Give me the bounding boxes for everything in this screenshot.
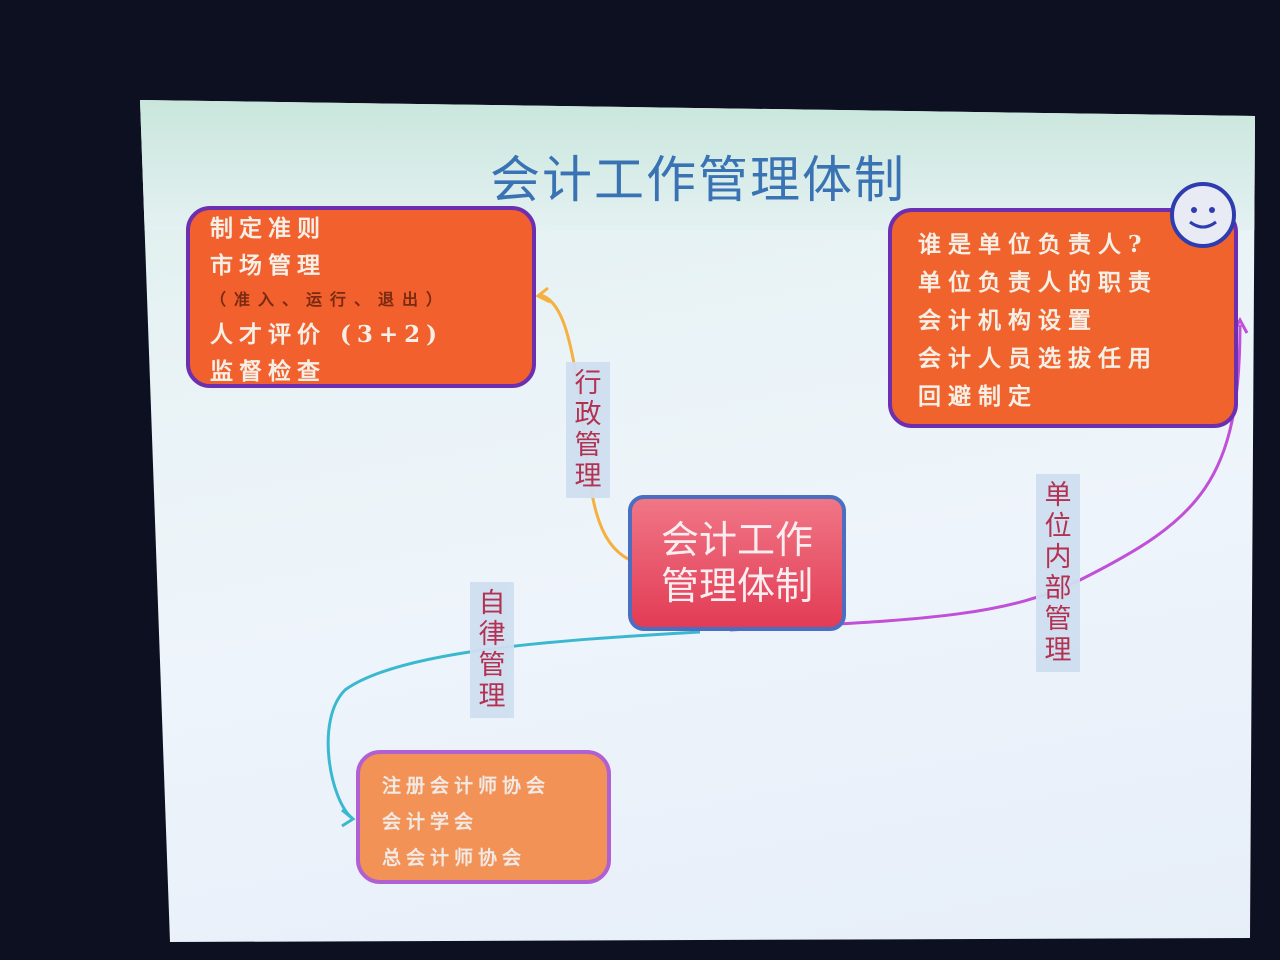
list-item: 会计人员选拔任用 (918, 345, 1158, 372)
list-item: 监督检查 (210, 358, 326, 385)
list-item: 制定准则 (210, 215, 326, 242)
admin-arrow (535, 286, 551, 304)
list-item: 单位负责人的职责 (918, 269, 1158, 296)
self-management-label: 自律管理 (470, 582, 514, 718)
list-item: 总会计师协会 (382, 847, 527, 869)
self-regulation-box: 注册会计师协会 会计学会 总会计师协会 (356, 750, 611, 884)
center-node: 会计工作 管理体制 (628, 495, 846, 631)
admin-management-label: 行政管理 (566, 362, 610, 498)
list-item: 会计机构设置 (918, 307, 1098, 334)
list-item: 市场管理 (210, 252, 326, 279)
self-arrow (341, 808, 356, 828)
admin-management-box: 制定准则 市场管理 （准入、运行、退出） 人才评价 (3+2) 监督检查 (186, 206, 536, 388)
self-connector (326, 630, 701, 820)
list-item: （准入、运行、退出） (210, 290, 451, 309)
list-item: 回避制定 (918, 383, 1038, 410)
list-item: 谁是单位负责人? (918, 231, 1149, 258)
internal-management-box: 谁是单位负责人? 单位负责人的职责 会计机构设置 会计人员选拔任用 回避制定 (888, 208, 1238, 428)
internal-management-label: 单位内部管理 (1036, 474, 1080, 672)
list-item: 注册会计师协会 (382, 775, 551, 797)
slide-title: 会计工作管理体制 (490, 151, 906, 209)
smiley-icon (1170, 182, 1236, 248)
list-item: 人才评价 (3+2) (210, 321, 444, 348)
center-node-line: 会计工作 (660, 518, 813, 562)
list-item: 会计学会 (382, 811, 479, 833)
center-node-line: 管理体制 (660, 564, 813, 608)
internal-connector (729, 324, 1242, 632)
